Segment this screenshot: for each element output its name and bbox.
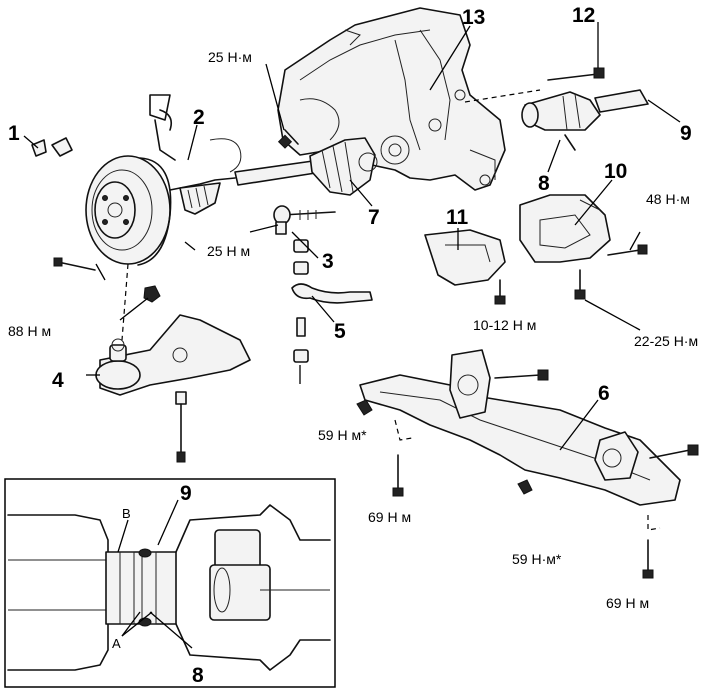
callout-10: 10 — [604, 160, 627, 183]
drive-shaft — [169, 137, 378, 215]
callout-11: 11 — [446, 206, 469, 229]
trans-bolt — [277, 129, 299, 149]
inset-detail — [4, 478, 336, 688]
torque-top: 25 Н·м — [208, 49, 252, 65]
callout-12: 12 — [572, 4, 595, 27]
tie-rod-end — [273, 205, 336, 235]
torque-mount-bolt: 22-25 Н·м — [634, 333, 698, 349]
inset-callout-9: 9 — [180, 482, 192, 505]
callout-5: 5 — [334, 320, 346, 343]
torque-lower: 88 Н м — [8, 323, 51, 339]
lower-control-arm — [95, 314, 251, 463]
inset-letter-b: B — [122, 506, 131, 521]
torque-hub: 25 Н м — [207, 243, 250, 259]
callout-8: 8 — [538, 172, 550, 195]
callout-1: 1 — [8, 122, 20, 145]
torque-sub-left: 59 Н м* — [318, 427, 367, 443]
callout-3: 3 — [322, 250, 334, 273]
torque-sub-right-bolt: 69 Н м — [606, 595, 649, 611]
torque-sub-left-bolt: 69 Н м — [368, 509, 411, 525]
callout-13: 13 — [462, 6, 485, 29]
inner-joint — [521, 67, 649, 151]
callout-9: 9 — [680, 122, 692, 145]
clip-part — [31, 137, 73, 157]
callout-7: 7 — [368, 206, 380, 229]
engine-mount — [519, 194, 648, 300]
wheel-hub — [85, 94, 242, 266]
torque-sub-right: 59 Н·м* — [512, 551, 562, 567]
torque-mount-right: 48 Н·м — [646, 191, 690, 207]
callout-2: 2 — [193, 106, 205, 129]
subframe — [356, 349, 699, 579]
inset-letter-a: A — [112, 636, 121, 651]
inset-callout-8: 8 — [192, 664, 204, 687]
callout-4: 4 — [52, 369, 64, 392]
torque-shield: 10-12 Н м — [473, 317, 536, 333]
lower-bolt — [53, 257, 161, 303]
leader-lines — [23, 22, 681, 531]
torque-labels: 25 Н·м 25 Н м 88 Н м 48 Н·м 22-25 Н·м 10… — [8, 49, 698, 611]
stabilizer-link — [291, 239, 373, 363]
callout-6: 6 — [598, 382, 610, 405]
inset-labels: 9 8 A B — [112, 482, 204, 687]
callout-numbers: 1 2 3 4 5 6 7 8 9 10 11 12 13 — [8, 4, 692, 405]
heat-shield — [424, 229, 506, 305]
